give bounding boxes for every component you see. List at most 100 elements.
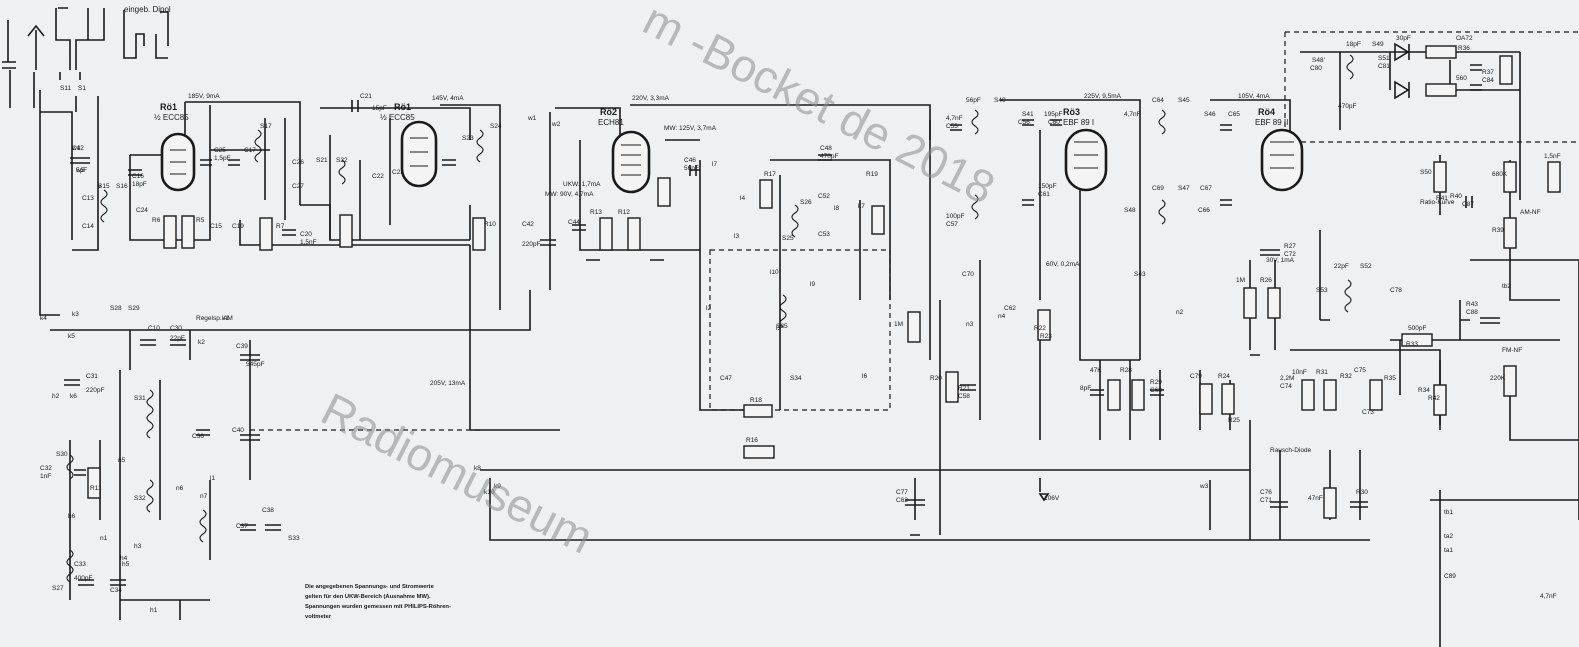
component-label: S52 <box>1360 263 1372 270</box>
component-label: l7 <box>712 161 717 168</box>
voltage-label: 225V, 9,5mA <box>1084 93 1122 100</box>
watermark-bottom: Radiomuseum <box>313 383 601 564</box>
voltage-label: 220V, 3,3mA <box>632 95 670 102</box>
component-label: R17 <box>764 171 776 178</box>
component-label: S32 <box>134 495 146 502</box>
resistor <box>1267 287 1281 319</box>
component-label: S53 <box>1316 287 1328 294</box>
component-label: C52 <box>818 193 830 200</box>
component-label: 195pF <box>1044 111 1062 118</box>
component-label: R20 <box>930 375 942 382</box>
component-label: 47nF <box>1308 495 1323 502</box>
component-label: C60 <box>1048 119 1060 126</box>
component-label: C76 <box>1260 489 1272 496</box>
component-label: 220pF <box>522 241 540 248</box>
component-label: R25 <box>1228 417 1240 424</box>
component-label: R43 <box>1466 301 1478 308</box>
component-label: ta1 <box>1444 547 1453 554</box>
tube-type-ro1b: ½ ECC85 <box>380 113 415 122</box>
tube-ro3 <box>1064 128 1108 192</box>
component-label: w4 <box>71 145 81 152</box>
component-label: Regelsp. AM <box>196 315 233 322</box>
component-label: C38 <box>262 507 274 514</box>
component-label: S47 <box>1178 185 1190 192</box>
component-label: l9 <box>810 281 815 288</box>
tube-labels: Rö1 ½ ECC85 Rö1 ½ ECC85 Rö2 ECH81 Rö3 EB… <box>154 102 1288 127</box>
component-label: 4,7nF <box>946 115 963 122</box>
tube-type-ro4: EBF 89 II <box>1255 118 1288 127</box>
component-label: S43 <box>1134 271 1146 278</box>
component-label: n2 <box>1176 309 1184 316</box>
resistor <box>1221 383 1235 415</box>
component-label: tb2 <box>1502 283 1511 290</box>
component-label: C74 <box>1280 383 1292 390</box>
component-label: S41 <box>1022 111 1034 118</box>
component-label: 1,5pF <box>214 155 231 162</box>
component-label: n7 <box>200 493 208 500</box>
component-label: S50 <box>1420 169 1432 176</box>
resistor <box>759 179 773 209</box>
tube-label-ro2: Rö2 <box>600 107 617 117</box>
component-label: 5pF <box>76 167 87 174</box>
resistor <box>259 217 273 251</box>
component-label: 18pF <box>1346 41 1361 48</box>
component-label: h1 <box>150 607 158 614</box>
component-label: 560 <box>1456 75 1467 82</box>
resistor <box>1499 55 1513 85</box>
resistor <box>945 371 959 403</box>
resistor <box>1107 379 1121 411</box>
component-label: R27 <box>1284 243 1296 250</box>
component-label: k8 <box>474 465 481 472</box>
component-label: C31 <box>86 373 98 380</box>
component-label: C25 <box>214 147 226 154</box>
component-label: C27 <box>292 183 304 190</box>
component-label: R33 <box>1406 341 1418 348</box>
component-label: C65 <box>1228 111 1240 118</box>
component-label: FM-NF <box>1502 347 1522 354</box>
component-label: C37 <box>236 523 248 530</box>
component-label: 8pF <box>1080 385 1091 392</box>
coils <box>66 54 1354 583</box>
component-label: k2 <box>198 339 205 346</box>
component-label: 56pF <box>684 165 699 172</box>
component-label: C20 <box>300 231 312 238</box>
component-label: 680K <box>1492 171 1508 178</box>
component-label: C55 <box>946 123 958 130</box>
component-label: S25 <box>782 235 794 242</box>
resistor <box>1369 379 1383 411</box>
component-label: C22 <box>372 173 384 180</box>
component-label: R30 <box>1356 489 1368 496</box>
component-label: R21 <box>958 385 970 392</box>
tube-label-ro3: Rö3 <box>1063 107 1080 117</box>
component-label: C89 <box>1444 573 1456 580</box>
component-label: C23 <box>392 169 404 176</box>
component-label: 400pF <box>74 575 92 582</box>
component-label: C17 <box>244 147 256 154</box>
component-label: tb1 <box>1444 509 1453 516</box>
component-label: C36 <box>192 433 204 440</box>
component-label: w3 <box>1199 483 1209 490</box>
component-label: S15 <box>98 183 110 190</box>
component-label: C34 <box>110 587 122 594</box>
component-label: h5 <box>122 561 130 568</box>
component-label: n5 <box>118 457 126 464</box>
component-label: C26 <box>292 159 304 166</box>
component-label: C88 <box>1466 309 1478 316</box>
component-label: C19 <box>232 223 244 230</box>
component-label: S34 <box>790 375 802 382</box>
voltage-label: 30V, 1mA <box>1266 257 1295 264</box>
component-label: R6 <box>152 217 161 224</box>
voltage-label: 205V, 13mA <box>430 380 466 387</box>
resistor <box>1425 45 1457 59</box>
component-label: C67 <box>1200 185 1212 192</box>
component-label: R32 <box>1340 373 1352 380</box>
component-label: R16 <box>746 437 758 444</box>
component-label: C87 <box>1462 201 1474 208</box>
component-label: C33 <box>74 561 86 568</box>
component-label: R28 <box>1120 367 1132 374</box>
component-label: l10 <box>770 269 779 276</box>
measurement-note: Die angegebenen Spannungs- und Stromwert… <box>305 582 525 622</box>
component-label: C30 <box>170 325 182 332</box>
component-label: C72 <box>1284 251 1296 258</box>
tubes <box>160 120 1304 194</box>
